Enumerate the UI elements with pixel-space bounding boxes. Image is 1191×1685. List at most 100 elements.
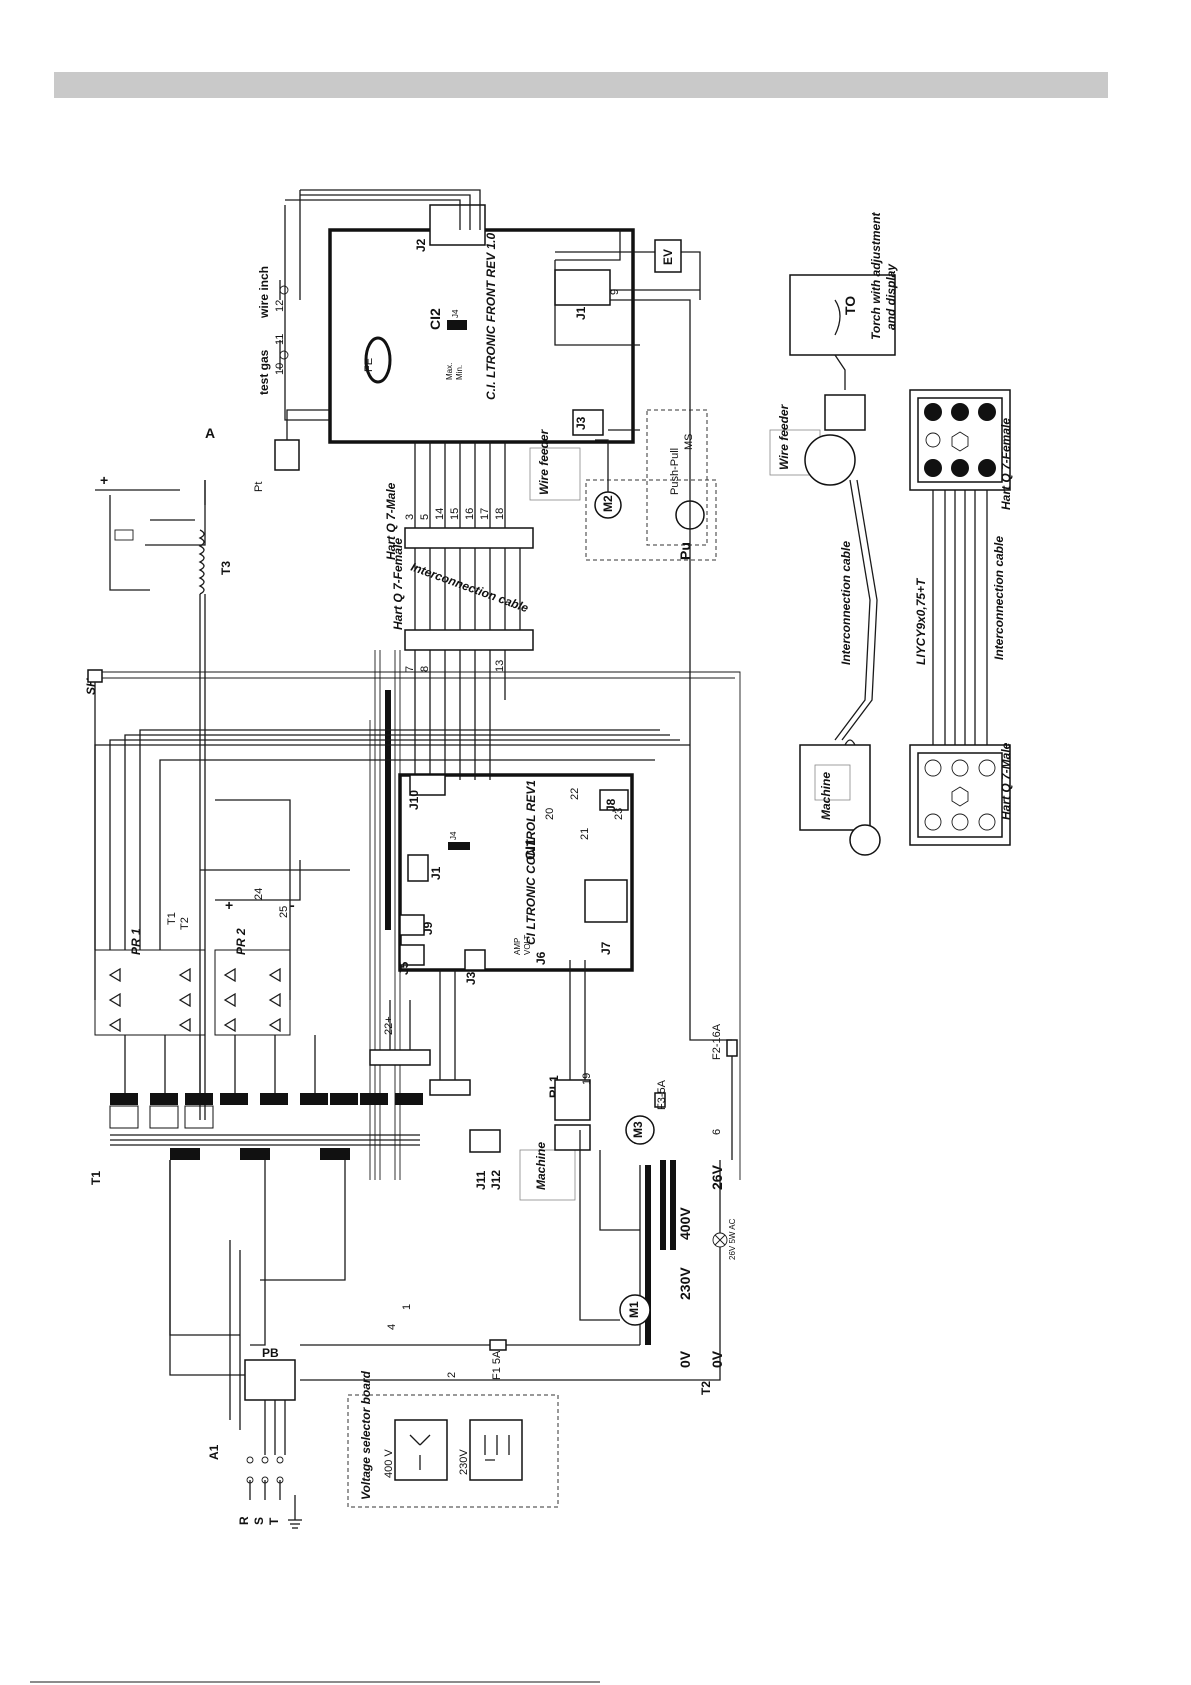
voltage-selector-board: Voltage selector board 400 V 230V — [347, 1370, 559, 1508]
j8-label: J8 — [604, 798, 618, 812]
hart-female-label-1: Hart Q 7-Female — [391, 538, 405, 630]
min-label: Min. — [455, 365, 464, 380]
pr2-label: PR 2 — [234, 928, 248, 955]
j11-label: J11 — [474, 1170, 488, 1190]
wire-feeder-label-1: Wire feeder — [537, 428, 551, 495]
t3-label: T3 — [219, 561, 233, 575]
plus-bridge: + — [225, 897, 233, 913]
wire-number: 3 — [404, 514, 416, 520]
equipment-illustration: TO Torch with adjustment and display Wir… — [769, 211, 898, 856]
ci1-name: CI LTRONIC CONTROL REV1 — [524, 780, 538, 945]
wire-number: 18 — [494, 508, 506, 520]
main-switch-panel: PB A1 R S T — [169, 1160, 302, 1529]
wire-number: 10 — [274, 363, 286, 375]
interconnection-label-1: Interconnection cable — [409, 560, 531, 616]
bridge-rectifiers: PR 1 PR 2 T1 T2 + - — [94, 729, 690, 1036]
wire-number: 9 — [609, 289, 621, 295]
to-label: TO — [842, 296, 858, 315]
pb-label: PB — [262, 1346, 279, 1360]
wire-number: 14 — [434, 508, 446, 520]
machine-label-1: Machine — [534, 1142, 548, 1190]
j3-front-label: J3 — [574, 416, 588, 430]
pt-label: Pt — [253, 482, 265, 492]
j3-ctrl-label: J3 — [464, 971, 478, 985]
pu-label: Pu — [677, 542, 693, 560]
m2-label: M2 — [601, 495, 615, 512]
t2-0v-2: 0V — [709, 1350, 725, 1368]
ci1-ref: CI1 — [522, 838, 538, 860]
machine-label-2: Machine — [819, 772, 833, 820]
wire-number: 6 — [711, 1129, 723, 1135]
ci1-control-board: CI1 CI LTRONIC CONTROL REV1 J10 J8 J4 J1… — [397, 773, 634, 985]
j1-ctrl-label: J1 — [429, 866, 443, 880]
t1-bridge-label: T1 — [166, 912, 178, 925]
f1-label: F1 5A — [491, 1350, 503, 1380]
wire-number: 2 — [446, 1372, 458, 1378]
ci2-name: C.I. LTRONIC FRONT REV 1.0 — [484, 233, 498, 400]
pushbutton-switches: test gas wire inch Pt — [253, 266, 330, 492]
j9-label: J9 — [421, 921, 435, 935]
wire-number: 20 — [544, 808, 556, 820]
wire-number: 1 — [401, 1304, 413, 1310]
torch-line-1: Torch with adjustment — [869, 211, 883, 340]
j4b-label: J4 — [449, 831, 458, 840]
wire-number: 24 — [253, 888, 265, 900]
relay-rl1: RL1 F2-16A M3 F3-5A — [547, 410, 738, 1160]
wire-number: 17 — [479, 508, 491, 520]
wire-number: 16 — [464, 508, 476, 520]
mains-r: R — [237, 1516, 251, 1525]
wire-number: 13 — [494, 660, 506, 672]
v400-label: 400 V — [383, 1449, 395, 1478]
wire-feeder-label-2: Wire feeder — [777, 403, 791, 470]
plus-sign: + — [100, 472, 108, 488]
v230-label: 230V — [458, 1449, 470, 1475]
t1-label: T1 — [89, 1171, 103, 1185]
interconnection-label-3: Interconnection cable — [992, 536, 1006, 660]
output-filter: A + T3 — [95, 425, 233, 1120]
hart-female-label-2: Hart Q 7-Female — [999, 418, 1013, 510]
f2-label: F2-16A — [711, 1023, 723, 1060]
m3-label: M3 — [631, 1121, 645, 1138]
wire-number: 19 — [581, 1073, 593, 1085]
j7-label: J7 — [599, 941, 613, 955]
t2-label: T2 — [699, 1381, 713, 1395]
wire-number: 4 — [386, 1324, 398, 1330]
volt-label: VOLT — [523, 935, 532, 955]
j4a-label: J4 — [451, 309, 460, 318]
wire-number: 25 — [278, 906, 290, 918]
top-wiring: EV — [284, 189, 701, 421]
t2-transformer: 400V 230V 26V 0V 0V T2 26V 5W AC M1 F1 5… — [300, 1130, 737, 1395]
voltage-selector-label: Voltage selector board — [359, 1370, 373, 1500]
push-pull-label: Push-Pull — [669, 448, 681, 495]
test-gas-label: test gas — [257, 349, 271, 395]
t2-26v: 26V — [709, 1164, 725, 1190]
m1-label: M1 — [627, 1301, 641, 1318]
hart-male-label-2: Hart Q 7-Male — [999, 742, 1013, 820]
j12-label: J12 — [489, 1170, 503, 1190]
wire-numbers: 3 5 14 15 16 17 18 7 8 13 24 25 20 22 21… — [253, 289, 723, 1378]
mains-s: S — [252, 1517, 266, 1525]
j1-label: J1 — [574, 306, 588, 320]
minus-bridge: - — [290, 897, 295, 913]
amp-label: AMP — [513, 938, 522, 955]
wire-number: 23 — [613, 808, 625, 820]
t2-bridge-label: T2 — [179, 917, 191, 930]
fe-label: FE — [363, 358, 375, 372]
wire-number: 21 — [579, 828, 591, 840]
ms-label: MS — [683, 434, 695, 451]
j10-label: J10 — [407, 790, 421, 810]
liycy-label: LIYCY9x0,75+T — [914, 577, 928, 665]
hart-male-label-1: Hart Q 7-Male — [384, 482, 398, 560]
max-label: Max. — [445, 363, 454, 380]
wire-number: 11 — [274, 334, 286, 345]
mains-t: T — [267, 1517, 281, 1525]
pr1-label: PR 1 — [129, 928, 143, 955]
torch-line-2: and display — [884, 263, 898, 330]
a1-label: A1 — [207, 1444, 221, 1460]
wire-feeder-section: Wire feeder M2 MS Push-Pull Pu — [529, 409, 717, 561]
j2-label: J2 — [414, 238, 428, 252]
wire-number: 12 — [274, 300, 286, 312]
j5-label: J5 — [397, 961, 411, 975]
t2-230v: 230V — [677, 1267, 693, 1300]
